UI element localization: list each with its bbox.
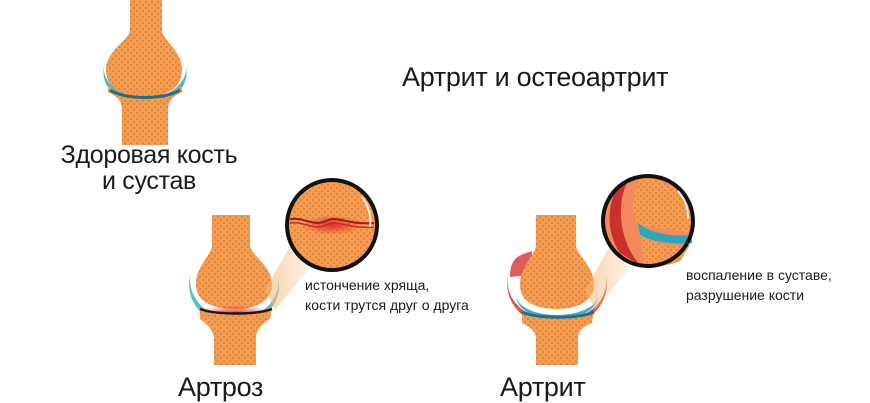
- arthritis-magnifier-circle: [601, 174, 695, 268]
- arthritis-joint-illustration: [507, 215, 607, 365]
- diagram-title: Артрит и остеоартрит: [402, 62, 669, 92]
- arthrosis-magnifier-circle: [285, 178, 379, 272]
- arthrosis-description-line1: истончение хряща,: [305, 277, 430, 293]
- healthy-joint-illustration: [103, 0, 187, 145]
- arthrosis-description-line2: кости трутся друг о друга: [305, 297, 469, 313]
- healthy-label-line1: Здоровая кость: [60, 141, 238, 169]
- arthritis-description-line2: разрушение кости: [686, 287, 805, 303]
- healthy-label: Здоровая кость и сустав: [54, 142, 244, 194]
- healthy-label-line2: и сустав: [101, 167, 197, 195]
- arthritis-description: воспаление в суставе, разрушение кости: [686, 265, 832, 305]
- arthritis-description-line1: воспаление в суставе,: [686, 267, 832, 283]
- arthrosis-joint-illustration: [189, 215, 279, 365]
- arthritis-label: Артрит: [500, 372, 586, 402]
- arthrosis-description: истончение хряща, кости трутся друг о др…: [305, 275, 469, 315]
- arthrosis-label: Артроз: [178, 372, 264, 402]
